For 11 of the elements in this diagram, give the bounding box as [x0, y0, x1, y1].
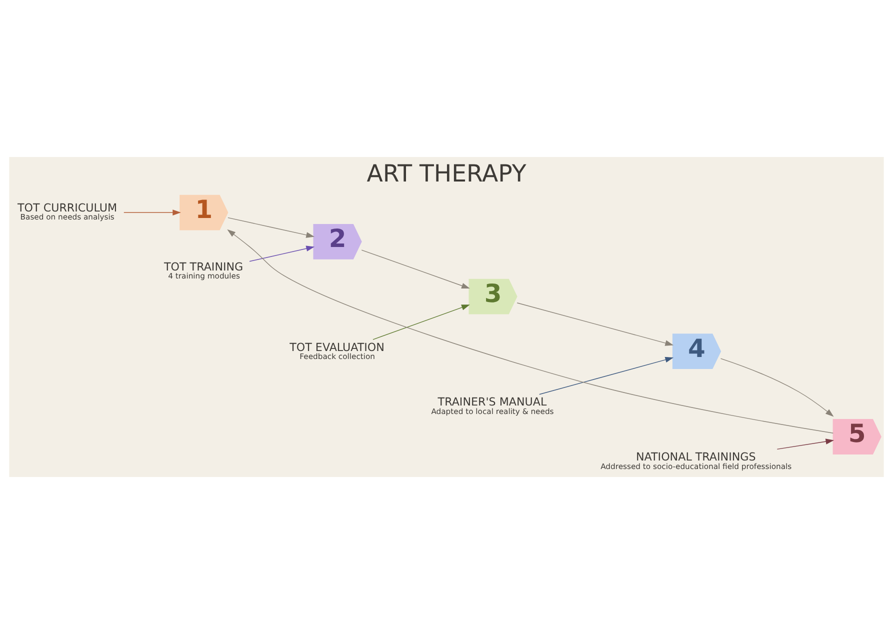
- arrow: [249, 245, 315, 262]
- arrow: [361, 249, 470, 288]
- arrow: [516, 302, 674, 346]
- arrow: [124, 209, 181, 215]
- arrow: [227, 228, 834, 433]
- arrow: [228, 216, 315, 238]
- arrow: [539, 356, 674, 394]
- arrow: [372, 304, 470, 340]
- arrow: [776, 438, 834, 450]
- diagram-title: ART THERAPY: [366, 158, 526, 187]
- arrow: [720, 358, 834, 416]
